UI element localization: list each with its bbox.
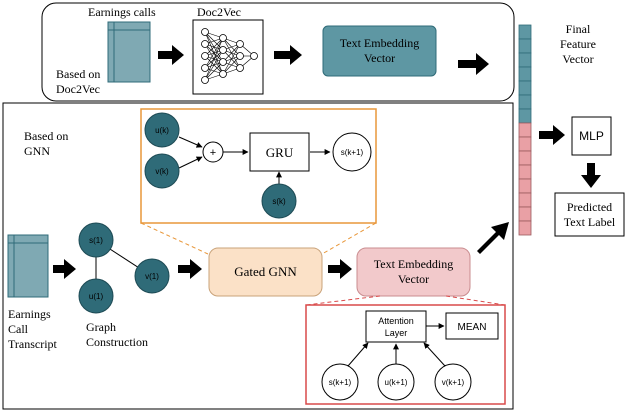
thick-arrow-transcript-to-graph: [53, 259, 76, 279]
node-v1: [134, 258, 170, 294]
based-on-gnn-line1: Based on: [24, 129, 68, 143]
node-vk-label: v(k): [155, 167, 169, 176]
attention-input-edges: [347, 342, 446, 367]
mlp-label: MLP: [579, 129, 604, 143]
attention-zoom-line-right: [445, 295, 506, 306]
attention-line2: Layer: [385, 328, 408, 338]
final-feature-line3: Vector: [562, 52, 593, 66]
bottom-text-embedding-box: [356, 247, 471, 297]
gru-zoom-line-left: [140, 222, 209, 255]
graph-construction-line2: Construction: [86, 335, 148, 349]
thick-arrow-feature-to-mlp: [539, 125, 565, 145]
based-on-doc2vec-line1: Based on: [56, 67, 100, 81]
transcript-line3: Transcript: [8, 337, 58, 351]
gated-gnn-label: Gated GNN: [234, 264, 297, 279]
node-uk-label: u(k): [155, 126, 169, 135]
node-sk1-label: s(k+1): [341, 148, 364, 157]
based-on-gnn-line2: GNN: [24, 144, 50, 158]
final-feature-vector: [518, 24, 532, 236]
mlp-box: [571, 116, 612, 156]
top-text-embedding-box: [322, 25, 437, 77]
graph-construction-line1: Graph: [86, 320, 116, 334]
node-u-k1-label: u(k+1): [385, 378, 408, 387]
bottom-text-embedding-line2: Vector: [398, 272, 429, 286]
top-text-embedding-line1: Text Embedding: [340, 36, 419, 50]
bottom-panel: [2, 102, 514, 410]
node-s-k1-label: s(k+1): [329, 378, 352, 387]
node-v-k1-label: v(k+1): [442, 378, 465, 387]
thick-arrow-mlp-to-label: [581, 163, 601, 188]
node-vk: [144, 153, 180, 189]
predicted-line1: Predicted: [567, 200, 612, 214]
plus-node: [202, 141, 224, 163]
plus-label: +: [210, 147, 216, 159]
gru-box: [249, 132, 310, 172]
node-u-k1: [377, 363, 415, 401]
based-on-doc2vec-line2: Doc2Vec: [56, 82, 100, 96]
thick-arrow-top-to-feature: [458, 53, 489, 75]
node-s1: [78, 222, 114, 258]
final-feature-line2: Feature: [560, 37, 596, 51]
gru-detail-edges: [178, 136, 331, 185]
transcript-line2: Call: [8, 322, 29, 336]
thick-arrow-graph-to-gnn: [178, 259, 202, 279]
thick-arrow-doc-to-nn: [158, 45, 184, 65]
thick-arrow-gnn-to-embedding: [328, 259, 352, 279]
attention-layer-box: [365, 310, 427, 343]
doc2vec-network-icon: [192, 19, 264, 95]
predicted-label-box: [554, 192, 625, 237]
node-sk1: [332, 132, 372, 172]
node-u1: [78, 278, 114, 314]
node-s-k1: [321, 363, 359, 401]
attention-line1: Attention: [378, 316, 414, 326]
attention-zoom-line-left: [305, 295, 381, 306]
earnings-calls-label: Earnings calls: [88, 5, 156, 19]
node-v-k1: [434, 363, 472, 401]
node-sk-label: s(k): [272, 197, 286, 206]
gated-gnn-box: [208, 247, 323, 297]
node-uk: [144, 112, 180, 148]
thick-arrow-nn-to-embedding: [274, 45, 302, 65]
mean-label: MEAN: [458, 322, 487, 333]
node-v1-label: v(1): [145, 272, 159, 281]
node-s1-label: s(1): [89, 236, 103, 245]
doc2vec-title: Doc2Vec: [197, 5, 241, 19]
node-u1-label: u(1): [89, 292, 104, 301]
gru-label: GRU: [266, 145, 294, 160]
node-sk: [261, 183, 297, 219]
gru-zoom-line-right: [321, 222, 377, 255]
mean-box: [445, 312, 499, 340]
transcript-document-icon: [7, 234, 49, 298]
thick-arrow-bottom-to-feature: [477, 222, 509, 254]
predicted-line2: Text Label: [564, 215, 616, 229]
final-feature-line1: Final: [566, 22, 591, 36]
bottom-text-embedding-line1: Text Embedding: [374, 257, 453, 271]
top-text-embedding-line2: Vector: [364, 51, 395, 65]
transcript-line1: Earnings: [8, 307, 51, 321]
earnings-calls-document-icon: [107, 21, 151, 83]
